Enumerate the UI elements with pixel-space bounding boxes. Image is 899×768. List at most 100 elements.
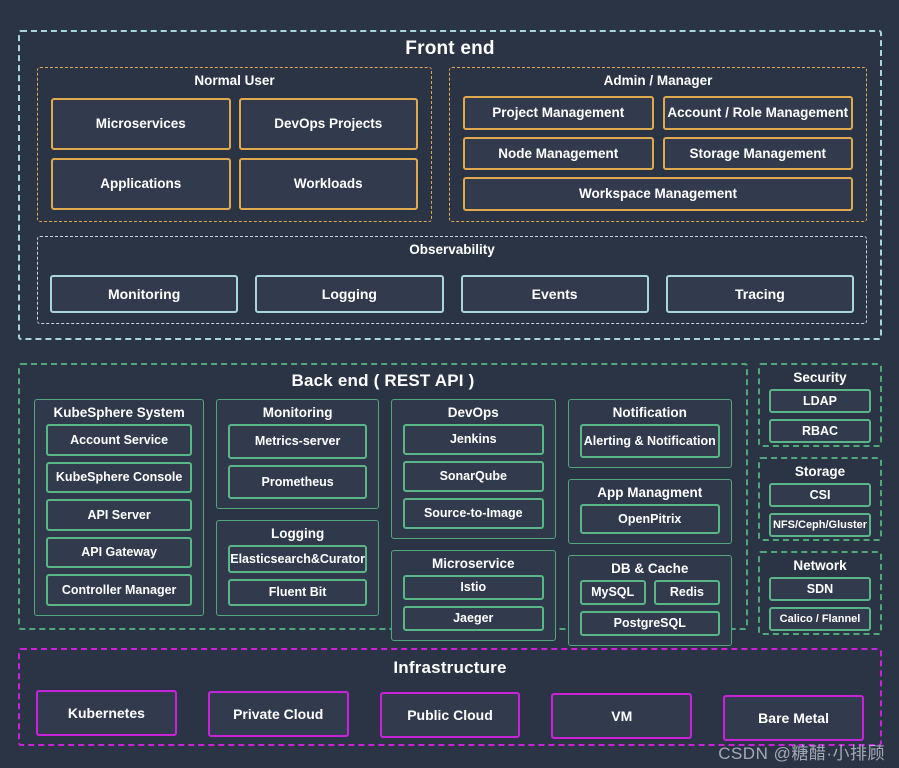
group-kubesphere-system-items: Account Service KubeSphere Console API S… [35, 424, 203, 615]
observability-item-logging[interactable]: Logging [255, 275, 444, 313]
be-item-kubesphere-console[interactable]: KubeSphere Console [46, 461, 193, 494]
admin-manager-row-3: Workspace Management [463, 177, 853, 212]
group-security-title: Security [793, 370, 847, 385]
admin-item-account-role-management[interactable]: Account / Role Management [662, 96, 853, 130]
front-end-item-applications[interactable]: Applications [51, 158, 231, 210]
infra-item-bare-metal[interactable]: Bare Metal [723, 695, 864, 741]
be-item-metrics-server[interactable]: Metrics-server [228, 424, 368, 459]
side-item-calico-flannel[interactable]: Calico / Flannel [769, 607, 871, 631]
group-microservice: Microservice Istio Jaeger [391, 550, 556, 641]
group-security-items: LDAP RBAC [760, 389, 880, 451]
infrastructure-title: Infrastructure [393, 658, 507, 677]
group-monitoring-items: Metrics-server Prometheus [217, 424, 378, 508]
group-db-cache: DB & Cache MySQL Redis PostgreSQL [567, 555, 733, 646]
group-monitoring: Monitoring Metrics-server Prometheus [216, 399, 380, 509]
observability-item-events[interactable]: Events [460, 275, 649, 313]
side-item-ldap[interactable]: LDAP [769, 389, 871, 413]
be-item-redis[interactable]: Redis [653, 580, 721, 605]
be-item-jenkins[interactable]: Jenkins [403, 424, 544, 455]
group-microservice-title: Microservice [431, 556, 515, 571]
group-network-title: Network [793, 558, 847, 573]
admin-manager-row-2: Node Management Storage Management [463, 136, 853, 171]
group-db-cache-items: MySQL Redis PostgreSQL [569, 580, 732, 645]
admin-item-storage-management[interactable]: Storage Management [662, 136, 853, 171]
group-network-items: SDN Calico / Flannel [760, 577, 880, 639]
be-item-jaeger[interactable]: Jaeger [403, 606, 544, 631]
infrastructure-layer: Infrastructure Kubernetes Private Cloud … [18, 648, 882, 746]
group-notification: Notification Alerting & Notification [567, 399, 733, 468]
admin-manager-row-1: Project Management Account / Role Manage… [463, 96, 853, 130]
back-end-columns: KubeSphere System Account Service KubeSp… [34, 399, 733, 646]
normal-user-grid: Microservices DevOps Projects Applicatio… [51, 98, 418, 210]
db-cache-row-1: MySQL Redis [579, 580, 721, 605]
be-item-openpitrix[interactable]: OpenPitrix [579, 504, 721, 534]
front-end-title: Front end [405, 38, 495, 59]
be-item-prometheus[interactable]: Prometheus [228, 464, 368, 499]
be-item-elasticsearch-curator[interactable]: Elasticsearch&Curator [228, 545, 368, 573]
admin-manager-list: Project Management Account / Role Manage… [463, 96, 853, 212]
infra-item-vm[interactable]: VM [551, 693, 693, 739]
group-storage-items: CSI NFS/Ceph/Gluster [760, 483, 880, 545]
be-item-sonarqube[interactable]: SonarQube [403, 461, 544, 492]
back-end-layer: Back end ( REST API ) KubeSphere System … [18, 363, 748, 646]
side-panel-column: Security LDAP RBAC Storage CSI NFS/Ceph/… [758, 363, 882, 635]
group-storage-title: Storage [794, 464, 846, 479]
observability-item-tracing[interactable]: Tracing [665, 275, 854, 313]
group-network: Network SDN Calico / Flannel [758, 551, 882, 635]
group-monitoring-title: Monitoring [262, 405, 333, 420]
group-logging-title: Logging [271, 526, 325, 541]
front-end-item-devops-projects[interactable]: DevOps Projects [238, 98, 418, 150]
group-notification-items: Alerting & Notification [569, 424, 732, 467]
group-security: Security LDAP RBAC [758, 363, 882, 447]
infra-item-public-cloud[interactable]: Public Cloud [379, 692, 521, 738]
front-end-layer: Front end Normal User Microservices DevO… [18, 30, 882, 340]
side-item-nfs-ceph-gluster[interactable]: NFS/Ceph/Gluster [769, 513, 871, 537]
back-end-title: Back end ( REST API ) [291, 371, 475, 390]
side-item-csi[interactable]: CSI [769, 483, 871, 507]
infra-item-private-cloud[interactable]: Private Cloud [207, 691, 349, 737]
back-end-column-2: Monitoring Metrics-server Prometheus Log… [216, 399, 380, 616]
observability-item-monitoring[interactable]: Monitoring [50, 275, 239, 313]
group-storage: Storage CSI NFS/Ceph/Gluster [758, 457, 882, 541]
admin-item-node-management[interactable]: Node Management [463, 136, 654, 171]
be-item-fluent-bit[interactable]: Fluent Bit [228, 578, 368, 606]
group-devops: DevOps Jenkins SonarQube Source-to-Image [391, 399, 556, 539]
front-end-item-workloads[interactable]: Workloads [238, 158, 418, 210]
be-item-istio[interactable]: Istio [403, 575, 544, 600]
infrastructure-list: Kubernetes Private Cloud Public Cloud VM… [36, 690, 864, 741]
observability-list: Monitoring Logging Events Tracing [50, 275, 854, 313]
be-item-alerting-notification[interactable]: Alerting & Notification [579, 424, 721, 458]
group-kubesphere-system: KubeSphere System Account Service KubeSp… [34, 399, 205, 616]
observability-group: Observability Monitoring Logging Events … [37, 236, 867, 324]
group-devops-items: Jenkins SonarQube Source-to-Image [392, 424, 555, 538]
be-item-controller-manager[interactable]: Controller Manager [46, 574, 193, 606]
front-end-item-microservices[interactable]: Microservices [51, 98, 231, 150]
infra-item-kubernetes[interactable]: Kubernetes [36, 690, 177, 736]
group-db-cache-title: DB & Cache [611, 561, 689, 576]
be-item-mysql[interactable]: MySQL [579, 580, 646, 605]
be-item-postgresql[interactable]: PostgreSQL [579, 611, 721, 636]
group-notification-title: Notification [612, 405, 687, 420]
normal-user-title: Normal User [194, 73, 275, 88]
side-item-rbac[interactable]: RBAC [769, 419, 871, 443]
group-microservice-items: Istio Jaeger [392, 575, 555, 640]
normal-user-group: Normal User Microservices DevOps Project… [37, 67, 432, 222]
group-logging-items: Elasticsearch&Curator Fluent Bit [217, 545, 378, 615]
be-item-api-gateway[interactable]: API Gateway [46, 536, 193, 569]
admin-manager-title: Admin / Manager [603, 73, 713, 88]
group-logging: Logging Elasticsearch&Curator Fluent Bit [216, 520, 380, 616]
be-item-source-to-image[interactable]: Source-to-Image [403, 498, 544, 529]
admin-item-project-management[interactable]: Project Management [463, 96, 654, 130]
group-app-managment-items: OpenPitrix [569, 504, 732, 543]
admin-manager-group: Admin / Manager Project Management Accou… [449, 67, 867, 222]
group-app-managment-title: App Managment [597, 485, 703, 500]
admin-item-workspace-management[interactable]: Workspace Management [463, 177, 853, 212]
side-item-sdn[interactable]: SDN [769, 577, 871, 601]
be-item-api-server[interactable]: API Server [46, 499, 193, 531]
group-devops-title: DevOps [447, 405, 499, 420]
observability-title: Observability [409, 242, 495, 257]
back-end-column-3: DevOps Jenkins SonarQube Source-to-Image… [391, 399, 556, 641]
group-app-managment: App Managment OpenPitrix [567, 479, 733, 544]
group-kubesphere-system-title: KubeSphere System [53, 405, 185, 420]
be-item-account-service[interactable]: Account Service [46, 424, 193, 456]
